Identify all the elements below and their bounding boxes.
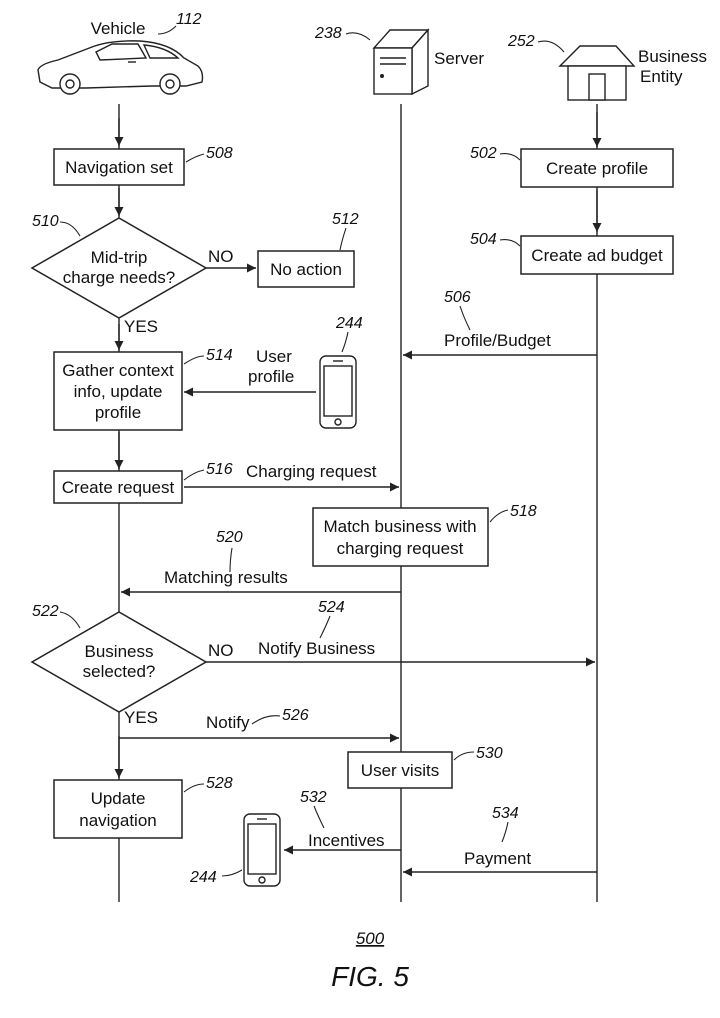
create-request-label: Create request — [62, 478, 175, 497]
user-visits-ref: 530 — [476, 745, 503, 762]
smartphone-icon — [243, 813, 281, 887]
match-business-line2: charging request — [337, 539, 464, 558]
gather-context-line3: profile — [95, 403, 141, 422]
server-actor: Server 238 — [314, 25, 484, 96]
business-decision-yes: YES — [124, 708, 158, 727]
no-action-label: No action — [270, 260, 342, 279]
business-selected-decision: Business selected? 522 NO YES — [30, 603, 234, 727]
update-navigation-line1: Update — [91, 789, 146, 808]
notify-business-ref: 524 — [318, 599, 345, 616]
match-business-step: Match business with charging request 518 — [312, 503, 537, 567]
charging-request-label: Charging request — [246, 462, 377, 481]
server-ref: 238 — [314, 25, 342, 42]
user-visits-label: User visits — [361, 761, 439, 780]
vehicle-ref: 112 — [176, 11, 202, 28]
building-icon — [558, 45, 636, 101]
phone-ref-1: 244 — [335, 315, 363, 332]
profile-budget-label: Profile/Budget — [444, 331, 551, 350]
figure-caption: FIG. 5 — [331, 961, 409, 992]
profile-budget-ref: 506 — [444, 289, 471, 306]
update-navigation-line2: navigation — [79, 811, 157, 830]
phone-device-2: 244 — [189, 813, 281, 887]
phone-ref-2: 244 — [189, 869, 217, 886]
server-label: Server — [434, 49, 484, 68]
business-decision-line1: Business — [85, 642, 154, 661]
charge-decision-line2: charge needs? — [63, 268, 175, 287]
business-decision-line2: selected? — [83, 662, 156, 681]
create-request-ref: 516 — [206, 461, 233, 478]
incentives-ref: 532 — [300, 789, 327, 806]
notify-business-message: Notify Business 524 — [206, 599, 595, 667]
gather-context-line1: Gather context — [62, 361, 174, 380]
notify-label: Notify — [206, 713, 250, 732]
create-ad-budget-label: Create ad budget — [531, 246, 663, 265]
notify-business-label: Notify Business — [258, 639, 375, 658]
incentives-label: Incentives — [308, 831, 385, 850]
gather-context-ref: 514 — [206, 347, 233, 364]
payment-ref: 534 — [492, 805, 519, 822]
create-ad-budget-step: Create ad budget 504 — [470, 231, 674, 275]
gather-context-step: Gather context info, update profile 514 — [53, 347, 233, 431]
server-icon — [372, 28, 430, 96]
match-business-line1: Match business with — [323, 517, 476, 536]
user-visits-step: User visits 530 — [347, 745, 503, 789]
user-profile-line2: profile — [248, 367, 294, 386]
charge-decision-no: NO — [208, 247, 234, 266]
car-icon — [37, 40, 204, 95]
create-profile-ref: 502 — [470, 145, 497, 162]
match-business-ref: 518 — [510, 503, 537, 520]
business-decision-ref: 522 — [32, 603, 59, 620]
create-profile-step: Create profile 502 — [470, 145, 674, 188]
matching-results-message: Matching results 520 — [121, 529, 401, 597]
matching-results-label: Matching results — [164, 568, 288, 587]
payment-message: Payment 534 — [403, 805, 597, 877]
notify-ref: 526 — [282, 707, 309, 724]
navigation-set-label: Navigation set — [65, 158, 173, 177]
create-request-step: Create request 516 — [53, 461, 233, 504]
payment-label: Payment — [464, 849, 531, 868]
figure-number: 500 — [356, 929, 385, 948]
business-label-line1: Business — [638, 47, 707, 66]
matching-results-ref: 520 — [216, 529, 243, 546]
business-actor: Business Entity 252 — [507, 33, 707, 101]
update-navigation-ref: 528 — [206, 775, 233, 792]
incentives-message: Incentives 532 — [284, 789, 401, 855]
charge-decision-yes: YES — [124, 317, 158, 336]
navigation-set-ref: 508 — [206, 145, 233, 162]
navigation-set-step: Navigation set 508 — [53, 145, 233, 186]
create-profile-label: Create profile — [546, 159, 648, 178]
profile-budget-message: Profile/Budget 506 — [403, 289, 597, 360]
business-decision-no: NO — [208, 641, 234, 660]
charge-needs-decision: Mid-trip charge needs? 510 NO YES — [30, 213, 256, 336]
notify-message: Notify 526 — [119, 707, 399, 743]
vehicle-actor: Vehicle 112 — [37, 11, 204, 95]
no-action-ref: 512 — [332, 211, 359, 228]
business-ref: 252 — [507, 33, 535, 50]
smartphone-icon — [319, 355, 357, 429]
phone-device-1: 244 — [319, 315, 363, 429]
gather-context-line2: info, update — [74, 382, 163, 401]
charge-decision-ref: 510 — [32, 213, 59, 230]
charging-request-message: Charging request — [184, 462, 399, 492]
create-ad-budget-ref: 504 — [470, 231, 497, 248]
charge-decision-line1: Mid-trip — [91, 248, 148, 267]
no-action-step: No action 512 — [257, 211, 359, 288]
business-label-line2: Entity — [640, 67, 683, 86]
vehicle-label: Vehicle — [91, 19, 146, 38]
user-profile-line1: User — [256, 347, 292, 366]
update-navigation-step: Update navigation 528 — [53, 775, 233, 839]
user-profile-message: User profile — [184, 347, 316, 397]
